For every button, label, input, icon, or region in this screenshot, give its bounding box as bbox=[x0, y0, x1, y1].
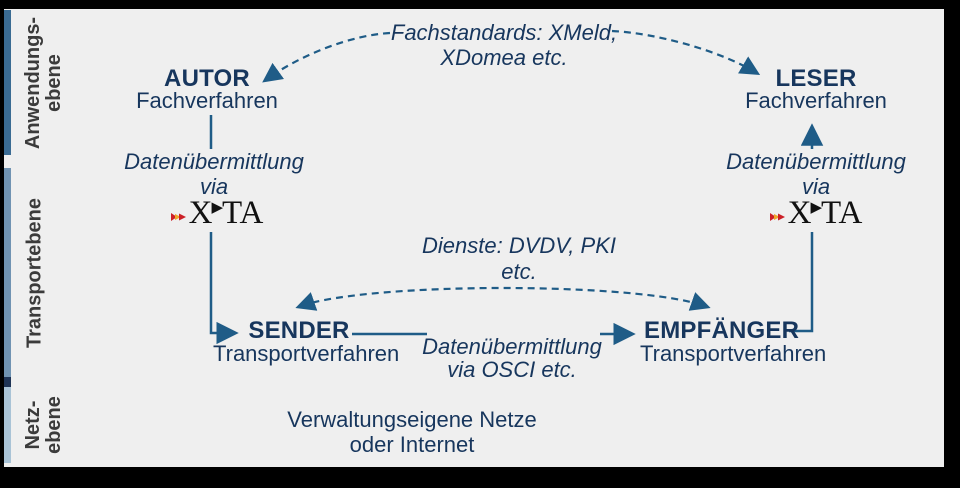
xta-arrows-icon bbox=[170, 195, 188, 231]
xta-letter-x: X bbox=[787, 195, 812, 231]
netz-label: Verwaltungseigene Netze oder Internet bbox=[287, 407, 537, 457]
node-sender-subtitle: Transportverfahren bbox=[213, 341, 400, 366]
layer-bar-transportebene bbox=[4, 168, 11, 377]
uebermittlung-label-left: Datenübermittlung via bbox=[124, 149, 304, 199]
xta-arrows-icon bbox=[769, 195, 787, 231]
node-leser-subtitle: Fachverfahren bbox=[745, 88, 887, 113]
node-empfaenger-title: EMPFÄNGER bbox=[644, 317, 800, 344]
node-empfaenger-subtitle: Transportverfahren bbox=[640, 341, 827, 366]
xta-triangle-icon: ▶ bbox=[810, 200, 823, 216]
dienste-label: Dienste: DVDV, PKI etc. bbox=[422, 233, 616, 284]
xta-letters-ta: TA bbox=[222, 195, 264, 231]
xta-logo-right: X▶TA bbox=[766, 194, 866, 232]
node-sender-title: SENDER bbox=[248, 317, 350, 344]
uebermittlung-osci-label: Datenübermittlung via OSCI etc. bbox=[422, 334, 602, 382]
layer-label-netzebene: Netz- ebene bbox=[22, 396, 65, 454]
layer-bar-divider bbox=[4, 377, 11, 387]
xta-letter-x: X bbox=[188, 195, 213, 231]
node-leser-title: LESER bbox=[775, 65, 857, 92]
layer-label-transportebene: Transportebene bbox=[23, 197, 46, 349]
xta-letters-ta: TA bbox=[821, 195, 863, 231]
layer-label-anwendungsebene: Anwendungs- ebene bbox=[22, 16, 65, 150]
node-autor-title: AUTOR bbox=[164, 65, 250, 92]
fachstandards-label: Fachstandards: XMeld, XDomea etc. bbox=[390, 20, 618, 70]
layer-bar-anwendungsebene bbox=[4, 10, 11, 155]
xta-logo-left: X▶TA bbox=[167, 194, 267, 232]
layer-bar-netzebene bbox=[4, 387, 11, 463]
xta-triangle-icon: ▶ bbox=[211, 200, 224, 216]
node-autor-subtitle: Fachverfahren bbox=[136, 88, 278, 113]
diagram-background bbox=[4, 9, 944, 467]
uebermittlung-label-right: Datenübermittlung via bbox=[726, 149, 906, 199]
